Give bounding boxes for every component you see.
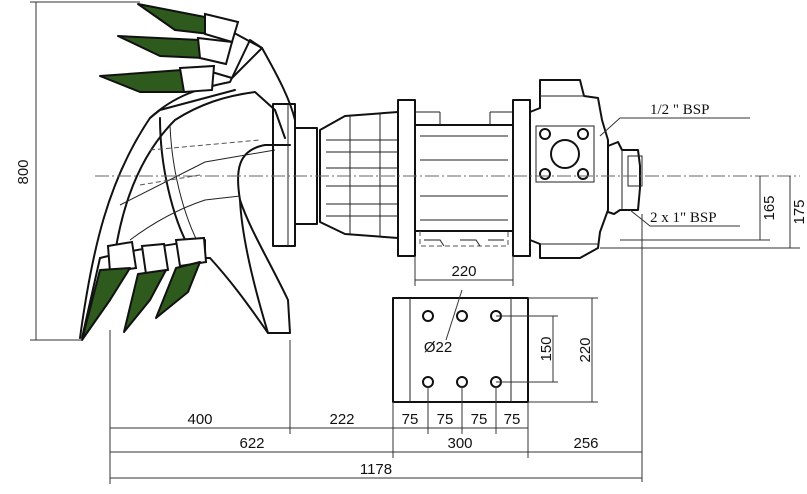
dim-75-a: 75: [402, 411, 419, 428]
dim-175: 175: [791, 199, 807, 224]
lower-teeth: [81, 236, 208, 341]
hole: [422, 376, 434, 388]
dim-1178: 1178: [360, 461, 392, 478]
dim-220-drum: 220: [451, 263, 476, 280]
dim-75-d: 75: [504, 411, 521, 428]
dimension-labels: 800 175 165 220 Ø22 150 220 400 222 75 7…: [15, 102, 807, 478]
callout-port-lower: 2 x 1" BSP: [650, 210, 717, 226]
hole: [456, 310, 468, 322]
tooth-upper-1: [137, 3, 211, 35]
dim-220-plate: 220: [577, 337, 594, 362]
dim-150: 150: [538, 336, 555, 361]
dim-622: 622: [239, 435, 264, 452]
dim-hole-dia: Ø22: [424, 339, 452, 356]
dim-256: 256: [573, 435, 598, 452]
dim-75-b: 75: [437, 411, 454, 428]
dim-800: 800: [15, 159, 32, 184]
dim-75-c: 75: [471, 411, 488, 428]
hole: [456, 376, 468, 388]
tooth-lower-3: [155, 261, 201, 319]
dim-222: 222: [329, 411, 354, 428]
dim-165: 165: [761, 195, 778, 220]
tooth-lower-1: [81, 267, 131, 341]
base-plate: [392, 289, 529, 403]
callout-port-upper: 1/2 " BSP: [650, 102, 709, 118]
winch-body: [319, 79, 643, 259]
tooth-upper-2: [117, 35, 205, 59]
dim-400: 400: [187, 411, 212, 428]
dimension-lines: [30, 1, 800, 484]
dim-300: 300: [447, 435, 472, 452]
upper-teeth: [99, 3, 240, 94]
hole: [422, 310, 434, 322]
tooth-lower-2: [123, 269, 167, 333]
tooth-upper-3: [99, 69, 187, 93]
